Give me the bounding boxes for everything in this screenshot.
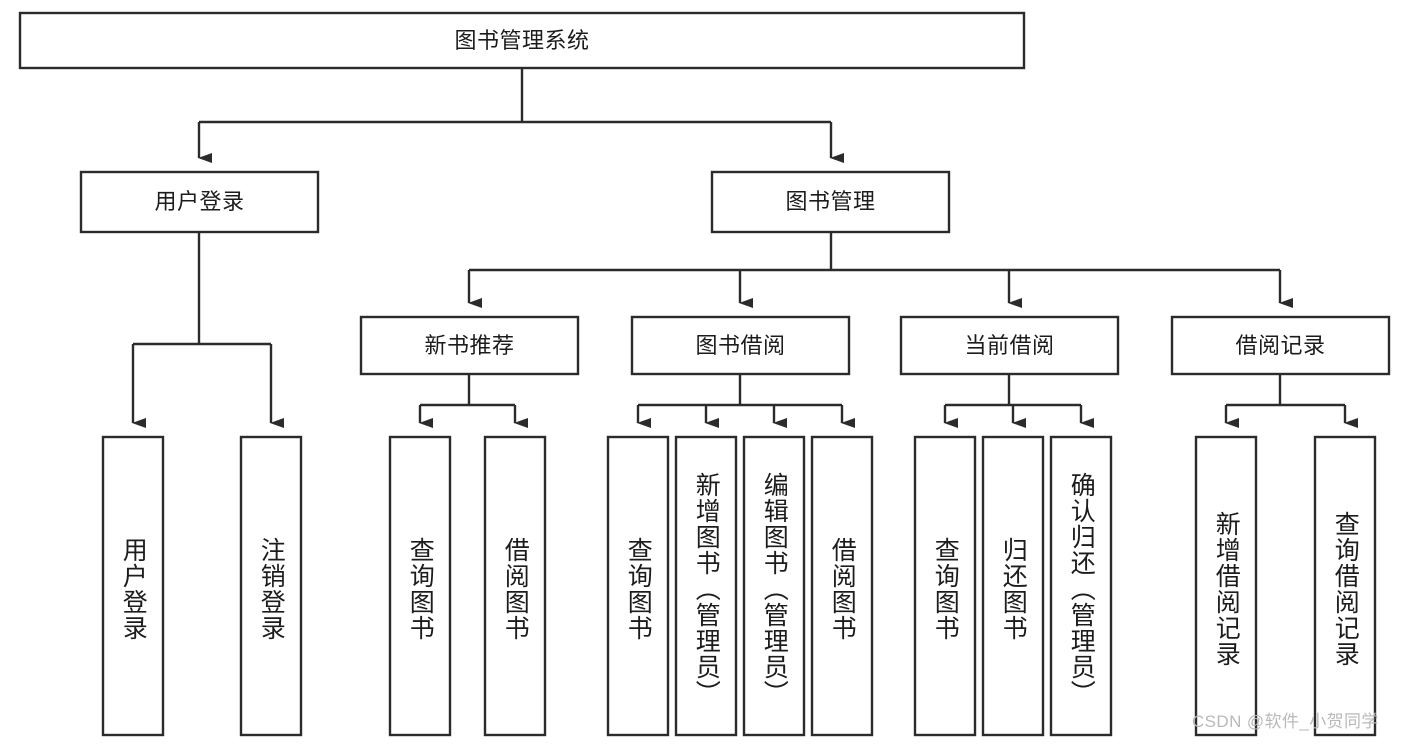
box-leaf-user-logout[interactable] — [239, 435, 303, 737]
box-new-book-recommend[interactable] — [359, 315, 580, 376]
box-leaf-borrow-book[interactable] — [810, 435, 874, 737]
box-leaf-return-book[interactable] — [981, 435, 1045, 737]
box-leaf-user-login[interactable] — [101, 435, 165, 737]
box-user-login[interactable] — [79, 170, 320, 234]
box-leaf-query-book-borrow[interactable] — [606, 435, 670, 737]
box-book-management[interactable] — [710, 170, 951, 234]
csdn-watermark: CSDN @软件_小贺同学 — [1192, 712, 1379, 731]
box-leaf-confirm-return-admin[interactable] — [1049, 435, 1113, 737]
box-book-borrow[interactable] — [630, 315, 851, 376]
box-leaf-edit-book-admin[interactable] — [742, 435, 806, 737]
box-leaf-borrow-book-recommend[interactable] — [483, 435, 547, 737]
box-leaf-query-borrow-record[interactable] — [1313, 435, 1377, 737]
box-root[interactable] — [18, 11, 1026, 70]
box-borrow-record[interactable] — [1170, 315, 1391, 376]
box-leaf-add-borrow-record[interactable] — [1194, 435, 1258, 737]
box-leaf-add-book-admin[interactable] — [674, 435, 738, 737]
connectors-group — [131, 68, 1358, 428]
box-leaf-query-book-recommend[interactable] — [388, 435, 452, 737]
box-leaf-query-book-current[interactable] — [913, 435, 977, 737]
box-current-borrow[interactable] — [899, 315, 1120, 376]
node-boxes-group — [18, 11, 1391, 737]
